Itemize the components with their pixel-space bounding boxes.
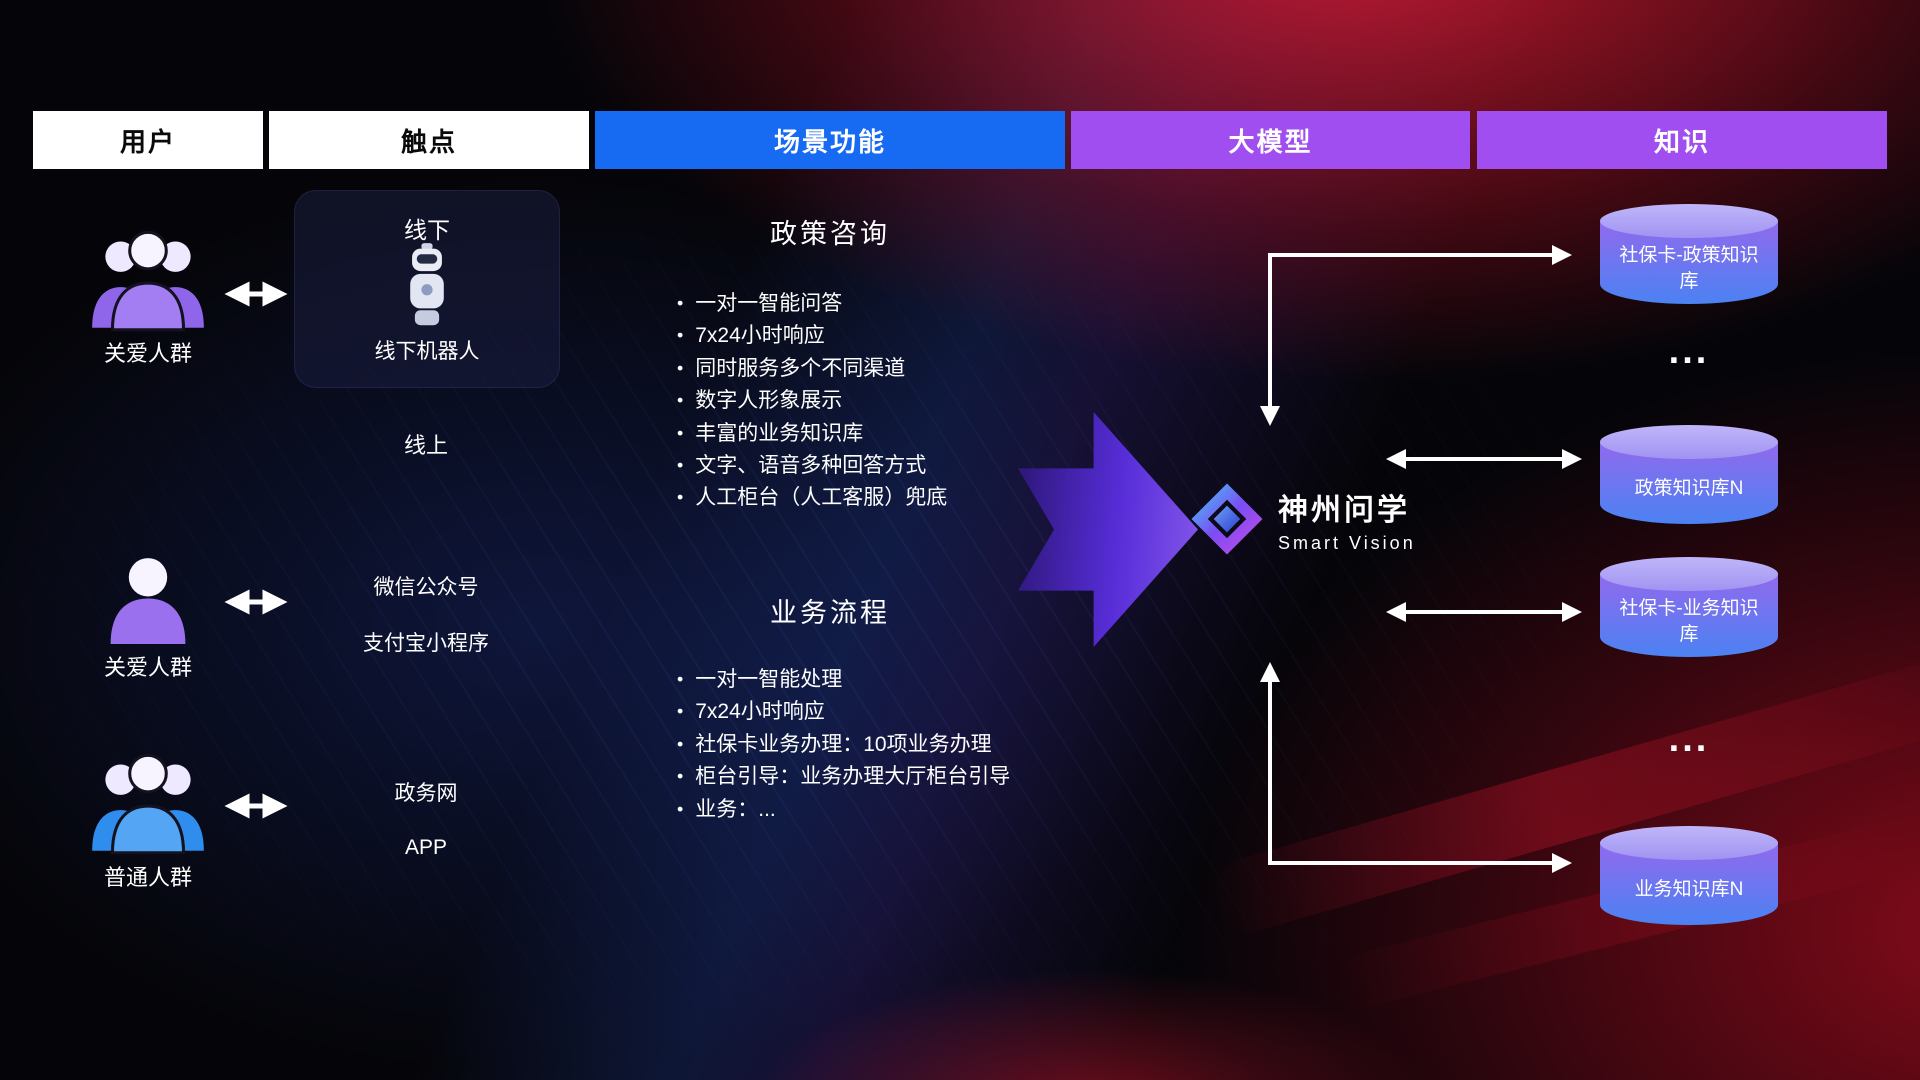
- user-label-care-person: 关爱人群: [103, 655, 192, 680]
- model-logo-text: 神州问学 Smart Vision: [1278, 485, 1416, 554]
- feature-item: 一对一智能处理: [677, 664, 1010, 696]
- cylinder-body: 社保卡-政策知识库: [1600, 221, 1778, 305]
- channel-alipay: 支付宝小程序: [363, 632, 489, 655]
- knowledge-db-policy-n: 政策知识库N: [1600, 425, 1778, 524]
- db-label: 社保卡-业务知识库: [1619, 598, 1759, 645]
- ellipsis: ...: [1668, 718, 1710, 760]
- column-header-knowledge: 知识: [1477, 111, 1887, 169]
- feature-item: 业务：...: [677, 794, 1010, 826]
- person-icon: [110, 558, 186, 644]
- group-people-icon: [92, 753, 204, 855]
- model-subtitle: Smart Vision: [1278, 532, 1416, 553]
- feature-item: 柜台引导：业务办理大厅柜台引导: [677, 761, 1010, 793]
- cylinder-top: [1600, 425, 1778, 459]
- user-label-general-group: 普通人群: [103, 865, 192, 890]
- feature-item: 7x24小时响应: [677, 320, 947, 352]
- arrow-model-to-db1: [1260, 245, 1572, 426]
- feature-item: 人工柜台（人工客服）兜底: [677, 482, 947, 514]
- db-label: 社保卡-政策知识库: [1619, 245, 1759, 292]
- knowledge-db-business-n: 业务知识库N: [1600, 826, 1778, 925]
- group-people-icon: [92, 230, 204, 332]
- channel-gov-web: 政务网: [394, 782, 458, 805]
- db-label: 政策知识库N: [1634, 478, 1744, 500]
- smart-vision-logo-icon: [1191, 483, 1263, 555]
- robot-icon: [410, 243, 444, 326]
- db-label: 业务知识库N: [1634, 879, 1744, 901]
- column-header-users: 用户: [33, 111, 263, 169]
- knowledge-db-business-social-card: 社保卡-业务知识库: [1600, 557, 1778, 658]
- policy-consult-feature-list: 一对一智能问答 7x24小时响应 同时服务多个不同渠道 数字人形象展示 丰富的业…: [677, 288, 947, 515]
- feature-item: 丰富的业务知识库: [677, 418, 947, 450]
- offline-robot-caption: 线下机器人: [374, 340, 480, 363]
- user-label-care-group: 关爱人群: [103, 341, 192, 366]
- cylinder-top: [1600, 557, 1778, 591]
- feature-item: 数字人形象展示: [677, 385, 947, 417]
- channel-wechat: 微信公众号: [373, 576, 479, 599]
- channel-app: APP: [404, 836, 448, 859]
- offline-title: 线下: [404, 217, 450, 243]
- model-name: 神州问学: [1278, 493, 1410, 527]
- online-label: 线上: [403, 433, 448, 458]
- offline-touchpoint-card: 线下 线下机器人: [294, 190, 560, 388]
- column-header-large-model: 大模型: [1071, 111, 1470, 169]
- flow-arrow: [1018, 412, 1198, 647]
- ellipsis: ...: [1668, 330, 1710, 372]
- cylinder-top: [1600, 204, 1778, 238]
- section-title-business-process: 业务流程: [770, 598, 890, 628]
- background-ribbon: [1204, 653, 1920, 941]
- feature-item: 社保卡业务办理：10项业务办理: [677, 729, 1010, 761]
- arrow-model-to-db4: [1260, 662, 1572, 873]
- feature-item: 7x24小时响应: [677, 696, 1010, 728]
- section-title-policy-consult: 政策咨询: [770, 219, 890, 249]
- column-header-touchpoints: 触点: [269, 111, 589, 169]
- knowledge-db-policy-social-card: 社保卡-政策知识库: [1600, 204, 1778, 305]
- feature-item: 一对一智能问答: [677, 288, 947, 320]
- model-logo: 神州问学 Smart Vision: [1190, 482, 1416, 556]
- business-process-feature-list: 一对一智能处理 7x24小时响应 社保卡业务办理：10项业务办理 柜台引导：业务…: [677, 664, 1010, 826]
- feature-item: 文字、语音多种回答方式: [677, 450, 947, 482]
- column-header-scene-functions: 场景功能: [595, 111, 1065, 169]
- cylinder-top: [1600, 826, 1778, 860]
- feature-item: 同时服务多个不同渠道: [677, 353, 947, 385]
